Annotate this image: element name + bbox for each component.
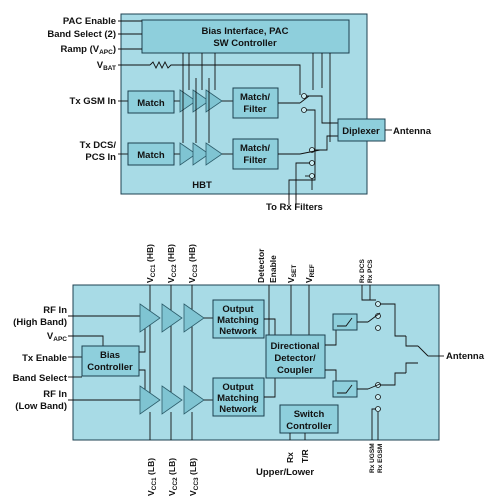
pin-rx-filters: To Rx Filters: [266, 202, 323, 213]
switch-controller-label-2: Controller: [286, 421, 332, 432]
pin-detector-enable-1: Detector: [256, 248, 266, 283]
match-label-gsm: Match: [137, 98, 165, 109]
match-filter-gsm-1: Match/: [240, 92, 270, 103]
pin-band-select: Band Select (2): [47, 29, 116, 40]
bias-controller-label-1: Bias: [100, 350, 120, 361]
filter-high: [332, 313, 358, 331]
pin-pac-enable: PAC Enable: [63, 16, 116, 27]
pin-tx-gsm-in: Tx GSM In: [70, 96, 117, 107]
switch-high-contact-3: [375, 325, 381, 331]
amp-gsm-3: [205, 89, 223, 113]
amp-gsm-1: [179, 89, 197, 113]
pin-vref: VREF: [304, 264, 316, 283]
pin-detector-enable-2: Enable: [268, 255, 278, 283]
match-filter-dcs-1: Match/: [240, 143, 270, 154]
switch-low-contact-2: [375, 394, 381, 400]
match-block-gsm: [127, 90, 175, 114]
omn-high-3: Network: [219, 326, 257, 337]
pin-vcc3-lb: VCC3 (LB): [188, 458, 200, 496]
omn-high-2: Matching: [217, 315, 259, 326]
resistor: [149, 60, 301, 95]
pin-rx-dcs: Rx DCS: [359, 258, 366, 283]
bottom-diagram: VCC1 (HB) VCC2 (HB) VCC3 (HB) Detector E…: [13, 244, 485, 496]
pin-rx-ugsm: Rx UGSM: [369, 443, 376, 473]
match-label-dcs: Match: [137, 150, 165, 161]
pin-antenna-bottom: Antenna: [446, 351, 485, 362]
pin-vcc3-hb: VCC3 (HB): [187, 244, 199, 283]
bias-controller-label-2: Controller: [87, 362, 133, 373]
match-filter-block-gsm: [232, 87, 279, 119]
pin-upper-lower: Upper/Lower: [256, 467, 314, 478]
pin-rf-in-high-1: RF In: [43, 305, 67, 316]
pin-vset: VSET: [286, 265, 298, 283]
ddc-label-1: Directional: [270, 341, 319, 352]
pin-vcc1-lb: VCC1 (LB): [146, 458, 158, 496]
amp-lb-2: [161, 385, 183, 415]
hbt-label: HBT: [192, 180, 212, 191]
detector-coupler-block: [265, 334, 326, 379]
switch-low-contact-3: [375, 406, 381, 412]
match-filter-gsm-2: Filter: [243, 104, 267, 115]
match-filter-block-dcs: [232, 138, 279, 170]
ddc-label-3: Coupler: [277, 365, 313, 376]
diplexer-label: Diplexer: [342, 126, 380, 137]
pin-vcc2-lb: VCC2 (LB): [167, 458, 179, 496]
amp-lb-3: [183, 385, 205, 415]
pin-vcc2-hb: VCC2 (HB): [166, 244, 178, 283]
bias-interface-label-2: SW Controller: [213, 38, 277, 49]
switch-dcs-contact-3: [309, 173, 315, 179]
pin-rf-in-low-2: (Low Band): [15, 401, 67, 412]
omn-low-1: Output: [222, 382, 254, 393]
pin-band-select-bottom: Band Select: [13, 373, 68, 384]
switch-gsm-contact-1: [301, 93, 307, 99]
pin-tx-dcs-1: Tx DCS/: [80, 140, 117, 151]
bias-controller-block: [81, 345, 140, 377]
amp-dcs-3: [205, 142, 223, 166]
pin-vcc1-hb: VCC1 (HB): [145, 244, 157, 283]
amp-lb-1: [139, 385, 161, 415]
switch-gsm-contact-2: [301, 107, 307, 113]
pin-tx-enable: Tx Enable: [22, 353, 67, 364]
amp-hb-2: [161, 303, 183, 333]
pin-ramp: Ramp (VAPC): [61, 44, 116, 56]
pin-tr: T/R: [300, 449, 310, 463]
bias-interface-block: [141, 19, 350, 54]
pin-tx-dcs-2: PCS In: [85, 152, 116, 163]
pin-vbat: VBAT: [97, 60, 116, 72]
amp-hb-1: [139, 303, 161, 333]
switch-controller-label-1: Switch: [294, 409, 325, 420]
bias-interface-label-1: Bias Interface, PAC: [202, 26, 289, 37]
match-filter-dcs-2: Filter: [243, 155, 267, 166]
pin-rx: Rx: [285, 452, 295, 463]
pin-vapc: VAPC: [47, 331, 67, 343]
pin-rx-pcs: Rx PCS: [367, 259, 374, 283]
top-diagram: Bias Interface, PAC SW Controller PAC En…: [47, 13, 432, 213]
amp-dcs-1: [179, 142, 197, 166]
amp-dcs-2: [192, 142, 210, 166]
filter-low: [332, 380, 358, 398]
switch-high-contact-1: [375, 301, 381, 307]
ddc-label-2: Detector/: [274, 353, 316, 364]
pin-rf-in-high-2: (High Band): [13, 317, 67, 328]
pin-rx-egsm: Rx EGSM: [377, 444, 384, 473]
omn-low-3: Network: [219, 404, 257, 415]
omn-low-2: Matching: [217, 393, 259, 404]
omn-high-1: Output: [222, 304, 254, 315]
switch-controller-block: [279, 404, 339, 434]
switch-dcs-contact-2: [309, 160, 315, 166]
pin-rf-in-low-1: RF In: [43, 389, 67, 400]
amp-gsm-2: [192, 89, 210, 113]
amp-hb-3: [183, 303, 205, 333]
pin-antenna-top: Antenna: [393, 126, 432, 137]
